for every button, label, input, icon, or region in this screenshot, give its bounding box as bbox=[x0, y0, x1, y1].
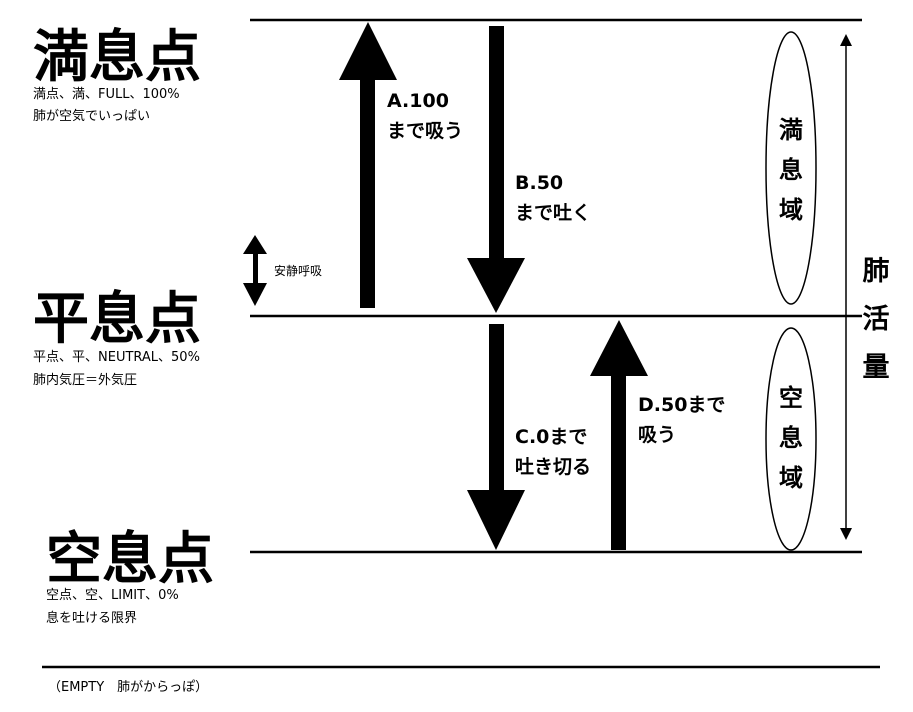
arrow-c-label-2: 吐き切る bbox=[515, 456, 592, 478]
arrow-c-exhale-to-empty bbox=[467, 324, 525, 550]
neutral-point-desc-1: 平点、平、NEUTRAL、50% bbox=[33, 350, 200, 365]
empty-point-desc-1: 空点、空、LIMIT、0% bbox=[46, 588, 179, 603]
empty-zone-label: 空息域 bbox=[779, 384, 803, 492]
lung-capacity-label: 肺活量 bbox=[862, 256, 890, 383]
full-zone-oval bbox=[765, 31, 817, 305]
arrow-d-label-2: 吸う bbox=[638, 424, 677, 446]
lung-capacity-double-arrow bbox=[840, 34, 852, 540]
arrow-b-label-1: B.50 bbox=[515, 172, 564, 194]
empty-point-desc-2: 息を吐ける限界 bbox=[46, 611, 138, 626]
quiet-breathing-label: 安静呼吸 bbox=[274, 264, 323, 278]
arrow-a-label-1: A.100 bbox=[387, 90, 449, 112]
full-zone-label: 満息域 bbox=[779, 116, 803, 224]
neutral-point-title: 平息点 bbox=[33, 287, 201, 352]
full-point-desc-1: 満点、満、FULL、100% bbox=[33, 87, 180, 102]
arrow-b-label-2: まで吐く bbox=[515, 202, 592, 224]
empty-zone-oval bbox=[765, 327, 817, 551]
arrow-d-label-1: D.50まで bbox=[638, 394, 726, 416]
full-point-title: 満息点 bbox=[33, 25, 201, 90]
arrow-c-label-1: C.0まで bbox=[515, 426, 588, 448]
full-point-desc-2: 肺が空気でいっぱい bbox=[33, 109, 151, 124]
neutral-point-desc-2: 肺内気圧＝外気圧 bbox=[33, 373, 138, 388]
arrow-a-label-2: まで吸う bbox=[387, 120, 464, 142]
quiet-breathing-double-arrow bbox=[243, 235, 267, 306]
arrow-b-exhale-to-neutral bbox=[467, 26, 525, 313]
empty-point-title: 空息点 bbox=[46, 527, 214, 592]
footer-note: （EMPTY 肺がからっぽ） bbox=[48, 680, 209, 695]
arrow-a-inhale-to-full bbox=[339, 22, 397, 308]
arrow-d-inhale-to-neutral bbox=[590, 320, 648, 550]
